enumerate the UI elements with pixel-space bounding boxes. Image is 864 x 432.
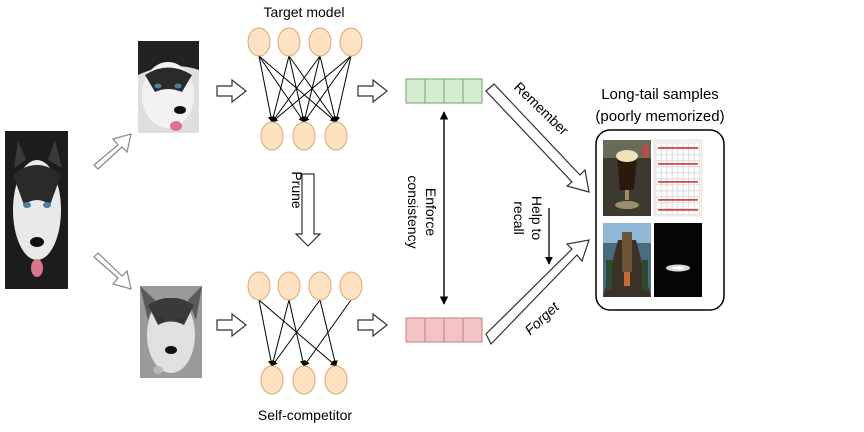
help-label-line1: Help to: [529, 196, 545, 241]
output-neuron: [292, 121, 316, 151]
output-neuron: [260, 121, 284, 151]
network-edge: [303, 299, 352, 367]
enforce-label-line1: Enforce: [423, 188, 439, 236]
input-arrow-top: [216, 78, 247, 104]
augmented-husky-grayscale: [140, 286, 202, 378]
output-neuron: [324, 121, 348, 151]
input-arrow-bottom: [216, 312, 247, 338]
network-edge: [258, 55, 337, 123]
long-tail-subtitle: (poorly memorized): [595, 108, 724, 125]
output-cell: [462, 317, 483, 343]
self-competitor-network: [247, 271, 363, 395]
network-edge: [303, 55, 352, 123]
output-cell: [405, 78, 426, 104]
input-neuron: [277, 27, 301, 57]
input-neuron: [339, 271, 363, 301]
output-cell: [424, 78, 445, 104]
network-edge: [258, 55, 305, 123]
network-edge: [271, 55, 321, 123]
enforce-label-line2: consistency: [405, 175, 421, 248]
target-output-vector: [405, 78, 483, 104]
network-edge: [270, 299, 290, 367]
long-tail-title: Long-tail samples: [601, 86, 719, 103]
augment-arrow-up: [93, 133, 132, 170]
help-label-line2: recall: [511, 201, 527, 234]
sample-corridor-image: [603, 223, 651, 297]
output-neuron: [292, 365, 316, 395]
input-neuron: [247, 27, 271, 57]
sample-grid-image: [653, 139, 703, 217]
self-competitor-label: Self-competitor: [258, 407, 352, 423]
input-neuron: [308, 27, 332, 57]
output-cell: [405, 317, 426, 343]
network-edge: [258, 299, 274, 367]
input-neuron: [339, 27, 363, 57]
output-neuron: [324, 365, 348, 395]
target-model-network: [247, 27, 363, 151]
output-cell: [424, 317, 445, 343]
original-husky-image: [5, 131, 68, 289]
input-neuron: [308, 271, 332, 301]
augment-arrow-down: [93, 252, 132, 290]
target-model-label: Target model: [264, 4, 345, 20]
network-edge: [334, 55, 352, 123]
output-neuron: [260, 365, 284, 395]
competitor-output-vector: [405, 317, 483, 343]
output-cell: [443, 317, 464, 343]
network-edge: [258, 55, 274, 123]
network-edge: [258, 299, 337, 367]
network-edge: [271, 299, 321, 367]
network-edge: [270, 55, 290, 123]
forget-arrow: [485, 239, 590, 346]
output-cell: [462, 78, 483, 104]
sample-drink-image: [603, 140, 651, 216]
output-arrow-bottom: [357, 312, 388, 338]
remember-arrow: [485, 83, 590, 193]
augmented-husky-color: [138, 41, 199, 133]
prune-label: Prune: [289, 171, 305, 209]
input-neuron: [277, 271, 301, 301]
remember-label: Remember: [511, 79, 572, 139]
input-neuron: [247, 271, 271, 301]
output-arrow-top: [357, 78, 388, 104]
output-cell: [443, 78, 464, 104]
network-edge: [271, 55, 352, 123]
prune-arrow: [294, 173, 322, 247]
sample-spotlight-image: [654, 223, 702, 297]
